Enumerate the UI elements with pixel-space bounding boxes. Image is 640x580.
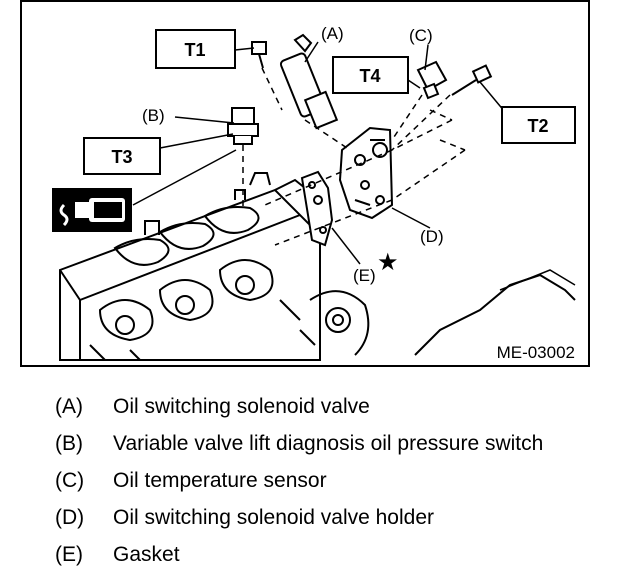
legend-text: Oil switching solenoid valve holder — [113, 505, 434, 529]
solenoid-holder-drawing — [338, 126, 394, 220]
leader-lines — [132, 41, 506, 265]
solenoid-valve-drawing — [279, 33, 339, 130]
sealant-tube-icon — [52, 188, 132, 232]
callout-b: (B) — [142, 106, 165, 125]
legend-text: Gasket — [113, 542, 180, 566]
torque-label-t2: T2 — [527, 116, 548, 136]
legend-key: (C) — [55, 468, 85, 492]
torque-box-t2: T2 — [501, 106, 576, 144]
parts-legend: (A) Oil switching solenoid valve (B) Var… — [55, 388, 640, 573]
pressure-switch-drawing — [227, 107, 259, 145]
callout-a: (A) — [321, 24, 344, 43]
legend-key: (A) — [55, 394, 83, 418]
assembly-dash-lines — [242, 67, 466, 246]
cylinder-head-drawing — [59, 172, 370, 361]
legend-item: (B) Variable valve lift diagnosis oil pr… — [55, 425, 640, 462]
callout-c: (C) — [409, 26, 433, 45]
legend-text: Oil switching solenoid valve — [113, 394, 370, 418]
legend-text: Oil temperature sensor — [113, 468, 327, 492]
cover-outline — [414, 273, 576, 356]
legend-item: (C) Oil temperature sensor — [55, 462, 640, 499]
torque-box-t3: T3 — [83, 137, 161, 175]
torque-label-t1: T1 — [184, 40, 205, 60]
legend-key: (D) — [55, 505, 85, 529]
legend-item: (A) Oil switching solenoid valve — [55, 388, 640, 425]
legend-key: (E) — [55, 542, 83, 566]
callout-d: (D) — [420, 227, 444, 246]
legend-item: (E) Gasket — [55, 536, 640, 573]
torque-box-t1: T1 — [155, 29, 236, 69]
legend-key: (B) — [55, 431, 83, 455]
torque-box-t4: T4 — [332, 56, 409, 94]
legend-text: Variable valve lift diagnosis oil pressu… — [113, 431, 544, 455]
torque-label-t3: T3 — [111, 147, 132, 167]
callout-e: (E) — [353, 266, 376, 285]
bolt-t2 — [451, 64, 493, 96]
legend-item: (D) Oil switching solenoid valve holder — [55, 499, 640, 536]
gasket-drawing — [300, 170, 334, 247]
exploded-view-diagram: T1 T4 T2 T3 (A) (B) (C) (D) (E) ★ — [20, 0, 590, 367]
star-symbol: ★ — [377, 248, 399, 276]
torque-label-t4: T4 — [359, 66, 380, 86]
figure-id: ME-03002 — [497, 343, 575, 362]
cover-outline-inner — [499, 269, 576, 291]
